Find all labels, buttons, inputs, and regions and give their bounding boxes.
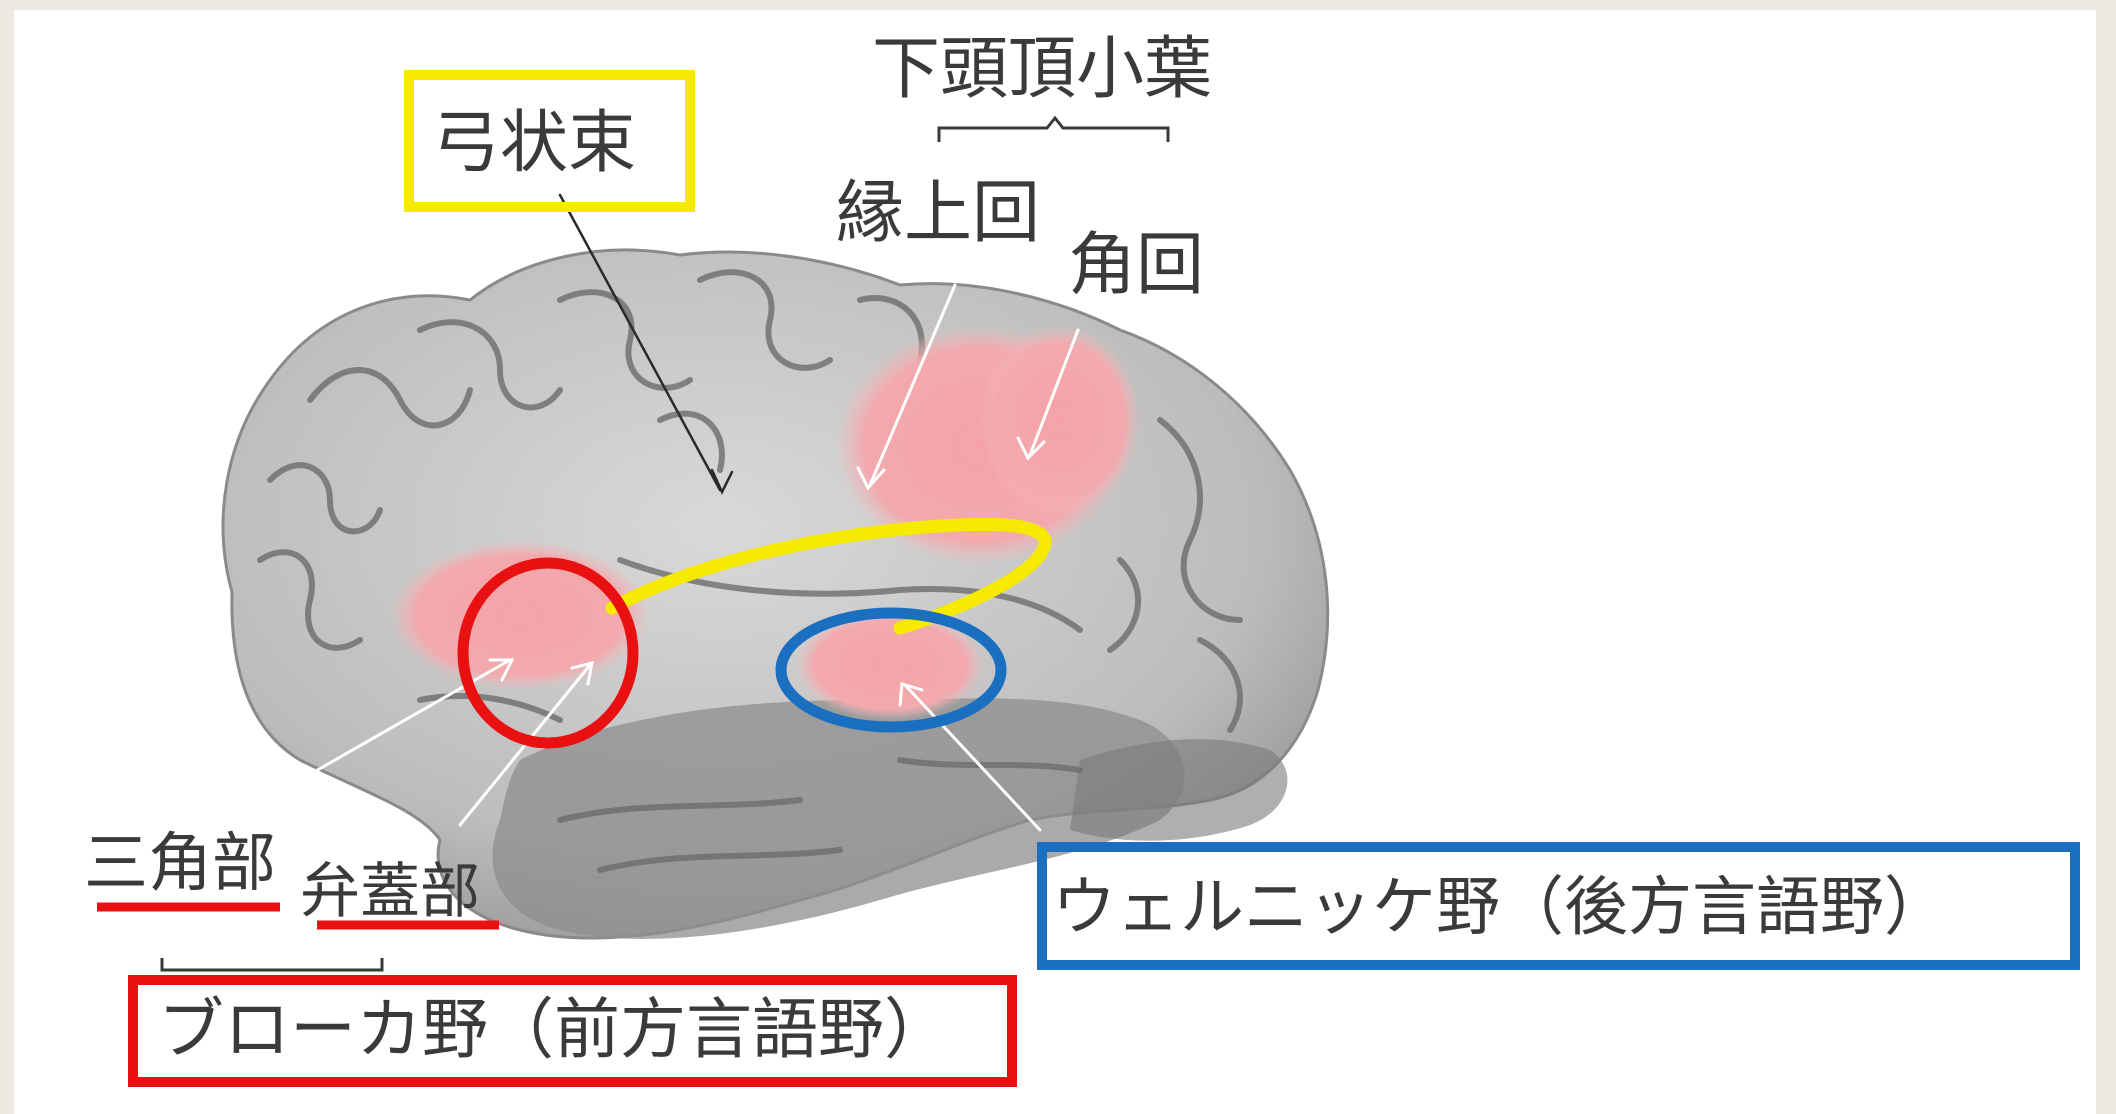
angular-gyrus-label: 角回 [1068, 226, 1205, 305]
broca-area-label: ブローカ野（前方言語野） [158, 991, 950, 1068]
wernicke-ellipse [775, 607, 1007, 733]
sulci [257, 269, 1243, 873]
inferior-parietal-bracket [937, 115, 1170, 142]
broca-area-box [128, 975, 1017, 1087]
pars-opercularis-label: 弁蓋部 [300, 857, 480, 927]
wernicke-area-label: ウェルニッケ野（後方言語野） [1052, 871, 1948, 945]
frame-left-edge [0, 0, 14, 1114]
broca-bracket [160, 958, 384, 972]
pars-triangularis-label: 三角部 [84, 827, 276, 901]
arcuate-fasciculus-line [605, 517, 1052, 635]
frame-top-edge [0, 0, 2116, 10]
wernicke-area-box [1037, 842, 2080, 970]
inferior-parietal-lobule-label: 下頭頂小葉 [872, 30, 1213, 109]
arcuate-fasciculus-box [404, 70, 695, 212]
frame-right-edge [2096, 0, 2116, 1114]
arcuate-fasciculus-label: 弓状束 [432, 104, 637, 183]
cerebellum [1070, 739, 1288, 841]
supramarginal-gyrus-label: 縁上回 [836, 174, 1041, 253]
broca-circle [457, 557, 639, 749]
temporal-lobe [492, 698, 1185, 939]
pointer-lines [298, 193, 1080, 832]
wernicke-highlight [795, 610, 985, 720]
angular-gyrus-highlight [980, 325, 1140, 515]
